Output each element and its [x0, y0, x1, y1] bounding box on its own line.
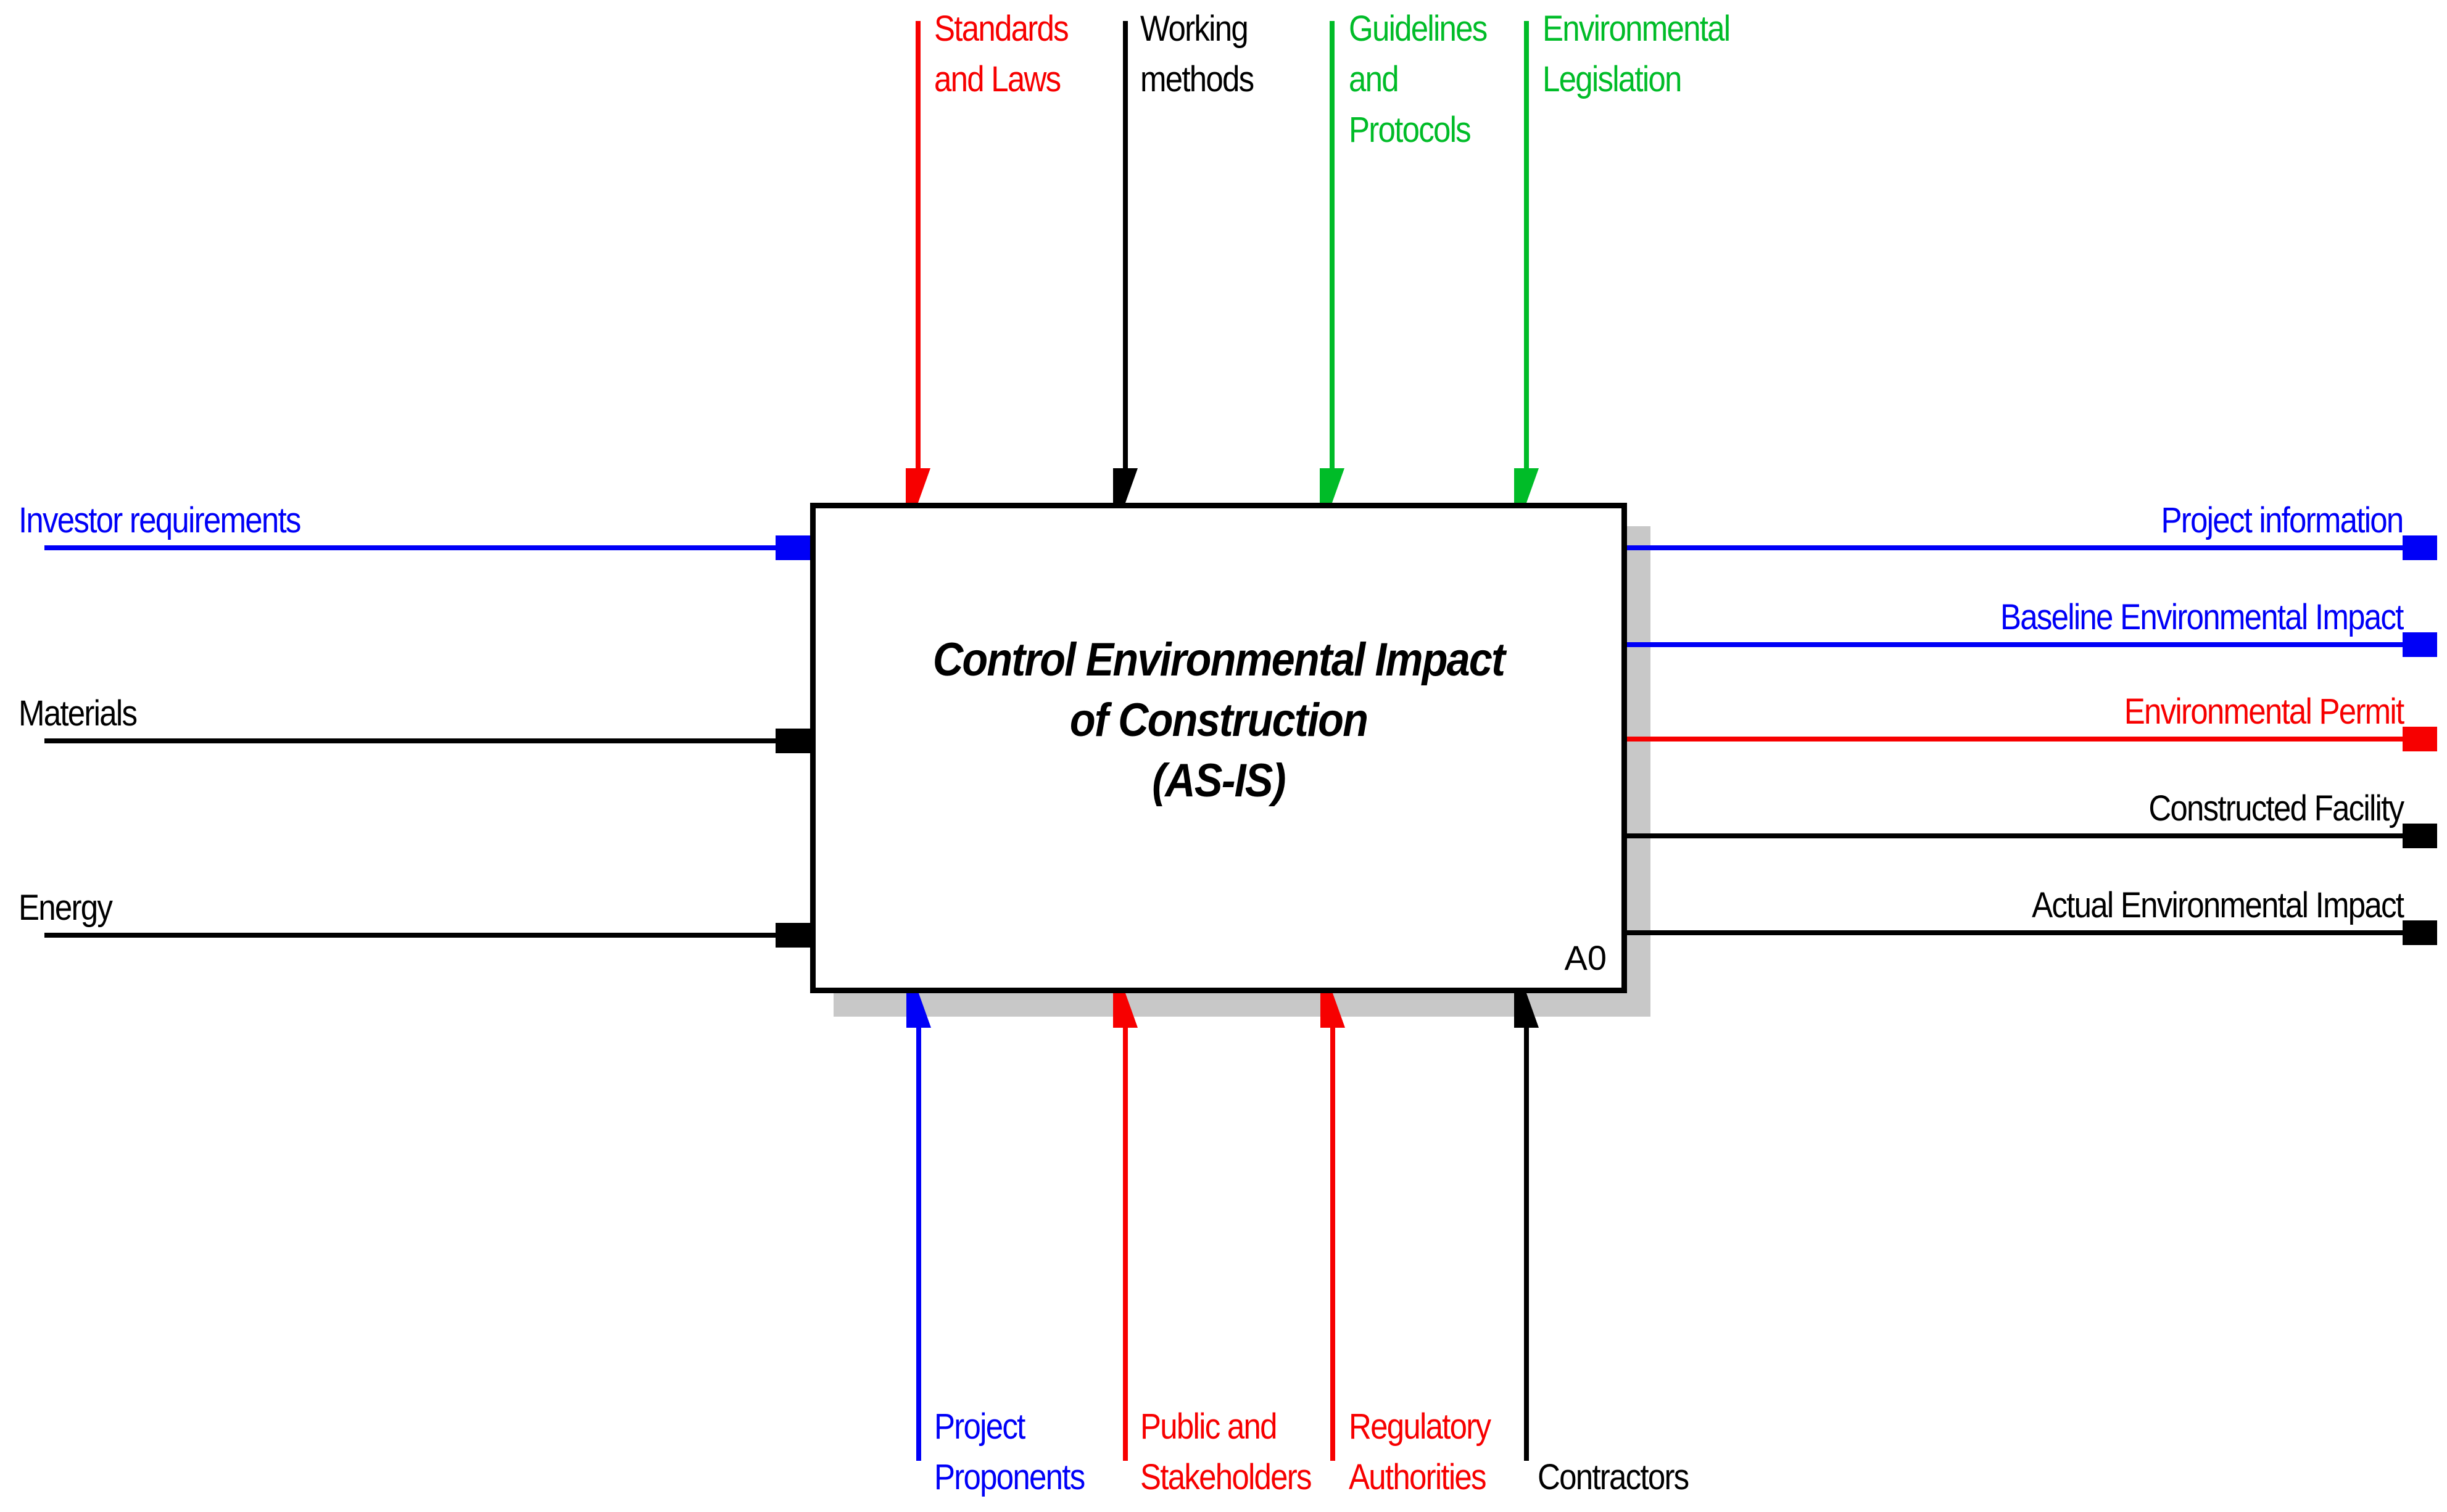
control-label-guidelines-and-protocols: Guidelines and Protocols	[1349, 9, 1488, 150]
input-arrow-investor-requirements	[44, 545, 777, 550]
mechanism-label-project-proponents: Project Proponents	[934, 1407, 1085, 1497]
function-box: Control Environmental Impact of Construc…	[810, 503, 1627, 993]
arrowhead-right-icon	[2403, 920, 2437, 945]
title-line: of Construction	[1069, 694, 1368, 746]
output-label-baseline-environmental-impact: Baseline Environmental Impact	[2000, 597, 2404, 637]
input-arrow-energy	[44, 933, 777, 938]
title-line: (AS-IS)	[1152, 754, 1286, 807]
arrowhead-up-icon	[1320, 993, 1345, 1028]
mechanism-arrow-regulatory-authorities	[1330, 1027, 1335, 1461]
control-arrow-standards-and-laws	[916, 21, 921, 469]
arrowhead-up-icon	[1113, 993, 1138, 1028]
node-id-label: A0	[1564, 938, 1607, 977]
arrowhead-right-icon	[776, 729, 810, 753]
control-arrow-working-methods	[1123, 21, 1128, 469]
control-label-environmental-legislation: Environmental Legislation	[1542, 9, 1731, 99]
output-arrow-project-information	[1627, 545, 2404, 550]
arrowhead-up-icon	[906, 993, 931, 1028]
control-arrow-guidelines-and-protocols	[1330, 21, 1335, 469]
mechanism-arrow-public-and-stakeholders	[1123, 1027, 1128, 1461]
control-arrow-environmental-legislation	[1524, 21, 1529, 469]
output-arrow-baseline-environmental-impact	[1627, 642, 2404, 647]
output-arrow-actual-environmental-impact	[1627, 930, 2404, 935]
mechanism-arrow-contractors	[1524, 1027, 1529, 1461]
arrowhead-right-icon	[776, 535, 810, 560]
control-label-standards-and-laws: Standards and Laws	[934, 9, 1069, 99]
input-label-energy: Energy	[19, 888, 113, 928]
arrowhead-right-icon	[776, 923, 810, 948]
output-arrow-constructed-facility	[1627, 833, 2404, 838]
arrowhead-down-icon	[1113, 468, 1138, 503]
arrowhead-down-icon	[1320, 468, 1344, 503]
output-label-actual-environmental-impact: Actual Environmental Impact	[2031, 885, 2404, 925]
mechanism-label-regulatory-authorities: Regulatory Authorities	[1349, 1407, 1491, 1497]
arrowhead-right-icon	[2403, 632, 2437, 657]
arrowhead-up-icon	[1514, 993, 1539, 1028]
title-line: Control Environmental Impact	[932, 634, 1505, 686]
function-box-title: Control Environmental Impact of Construc…	[856, 630, 1581, 811]
control-label-working-methods: Working methods	[1140, 9, 1254, 99]
mechanism-arrow-project-proponents	[916, 1027, 921, 1461]
arrowhead-right-icon	[2403, 824, 2437, 848]
input-arrow-materials	[44, 738, 777, 743]
output-label-environmental-permit: Environmental Permit	[2124, 692, 2404, 732]
mechanism-label-public-and-stakeholders: Public and Stakeholders	[1140, 1407, 1312, 1497]
output-label-project-information: Project information	[2161, 500, 2404, 540]
output-label-constructed-facility: Constructed Facility	[2148, 788, 2404, 828]
arrowhead-down-icon	[1514, 468, 1539, 503]
input-label-investor-requirements: Investor requirements	[19, 500, 301, 540]
arrowhead-right-icon	[2403, 535, 2437, 560]
arrowhead-down-icon	[906, 468, 930, 503]
arrowhead-right-icon	[2403, 727, 2437, 751]
input-label-materials: Materials	[19, 693, 138, 733]
mechanism-label-contractors: Contractors	[1538, 1457, 1689, 1497]
output-arrow-environmental-permit	[1627, 737, 2404, 742]
